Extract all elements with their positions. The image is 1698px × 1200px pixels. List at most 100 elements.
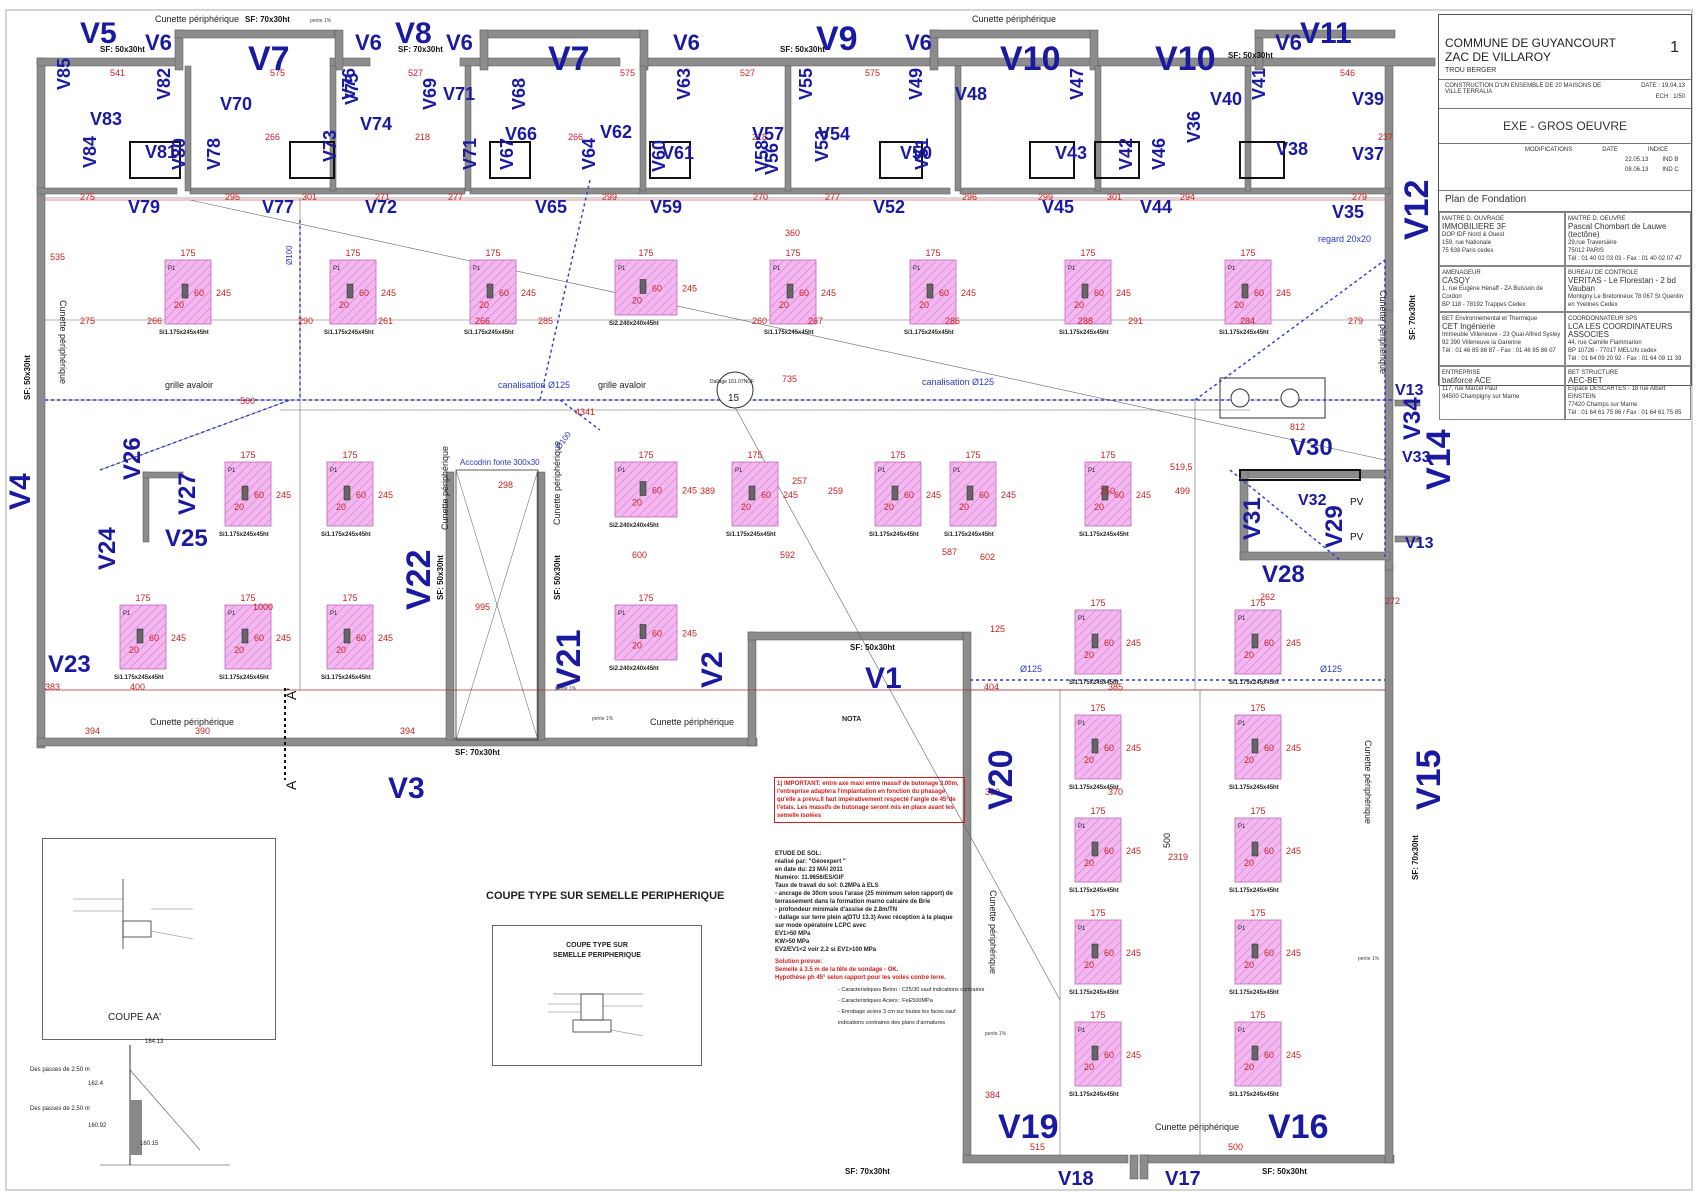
voile-label: V64 [579, 138, 599, 170]
wall-segment [1384, 564, 1394, 1164]
grille-label: grille avaloir [598, 380, 646, 390]
voile-label: V53 [812, 130, 832, 162]
footing-dim: 175 [1240, 248, 1255, 258]
voile-label: V14 [1420, 429, 1458, 490]
tb-contact-line: BUREAU DE CONTROLE [1568, 270, 1639, 276]
footing-dim: 245 [961, 288, 976, 298]
voile-label: V68 [509, 78, 529, 110]
footing-dim: 175 [638, 450, 653, 460]
tb-client-2: ZAC DE VILLAROY [1445, 50, 1552, 64]
voile-label: V6 [673, 30, 700, 55]
coupe-aa-level-4: 160.15 [140, 1141, 159, 1147]
tb-contact-line: 1, rue Eugène Henaff - ZA Buisson de Cor… [1442, 286, 1543, 300]
pile-head [1251, 738, 1259, 754]
dimension-value: 370 [1108, 787, 1123, 797]
dimension-value: 384 [985, 1090, 1000, 1100]
wall-segment [639, 187, 951, 195]
voile-label: V3 [388, 772, 425, 805]
footing-dim: 60 [499, 288, 509, 298]
wall-segment [184, 65, 192, 192]
tb-plan-title: Plan de Fondation [1445, 194, 1527, 205]
dimension-value: 360 [785, 228, 800, 238]
footing-dim: 20 [1244, 650, 1254, 660]
wall-segment [536, 471, 546, 741]
voile-label: V39 [1352, 89, 1384, 109]
sf-label: SF: 70x30ht [845, 1167, 890, 1176]
manhole-icon [1280, 388, 1300, 408]
tb-contact-line: VERITAS - Le Florestan - 2 bd Vauban [1568, 276, 1676, 293]
footing-dim: 245 [381, 288, 396, 298]
footing-dim: 245 [216, 288, 231, 298]
footing-dim: 20 [1084, 1062, 1094, 1072]
footing-dim: 60 [1104, 743, 1114, 753]
pile-head [1091, 633, 1099, 649]
voile-label: V8 [395, 17, 432, 50]
dimension-value: 404 [984, 682, 999, 692]
voile-label: V63 [674, 68, 694, 100]
tb-contact-line: 159, rue Nationale [1442, 240, 1492, 246]
dimension-value: 575 [270, 68, 285, 78]
footing-dim: 175 [1090, 908, 1105, 918]
dimension-value: 260 [752, 316, 767, 326]
pile-label: P1 [1078, 721, 1086, 727]
dimension-value: 299 [602, 192, 617, 202]
pile-label: P1 [953, 468, 961, 474]
dimension-value: 527 [408, 68, 423, 78]
tb-contact-line: 75 638 Paris cedex [1442, 248, 1494, 254]
voile-label: V56 [762, 143, 782, 175]
dimension-value: 535 [50, 252, 65, 262]
pile-head [639, 279, 647, 294]
footing-dim: 60 [1114, 490, 1124, 500]
voile-label: V24 [94, 527, 121, 570]
dimension-value: 286 [945, 316, 960, 326]
dimension-value: 291 [1128, 316, 1143, 326]
dimension-value: 602 [980, 552, 995, 562]
voile-label: V49 [906, 68, 926, 100]
voile-label: V38 [1276, 139, 1308, 159]
dimension-value: 2319 [1168, 852, 1188, 862]
footing-dim: 60 [652, 486, 662, 496]
pile-label: P1 [473, 266, 481, 272]
dimension-value: 389 [700, 486, 715, 496]
voile-label: V54 [818, 124, 850, 144]
footing-dim: 60 [1264, 1050, 1274, 1060]
stair-outline [1029, 141, 1075, 179]
pile-label: P1 [333, 266, 341, 272]
dimension-value: 261 [378, 316, 393, 326]
tb-contact-line: BET Environnemental et Thermique [1442, 316, 1538, 322]
footing-dim: 60 [1254, 288, 1264, 298]
solution-line: Hypothèse ph 45° selon rapport pour les … [775, 975, 946, 981]
voile-label: V62 [600, 122, 632, 142]
tb-contact-line: BP 118 - 78192 Trappes Cedex [1442, 302, 1526, 308]
dimension-value: 515 [1030, 1142, 1045, 1152]
pv-label: PV [1350, 497, 1364, 508]
footing-dim: 60 [1094, 288, 1104, 298]
grille-label: grille avaloir [165, 380, 213, 390]
coupe-aa-pass-1: Des passes de 2.50 m [30, 1067, 90, 1073]
dimension-value: 499 [1175, 486, 1190, 496]
voile-label: V32 [1298, 492, 1327, 509]
slope-label: pente 1% [592, 716, 614, 722]
footing-dim: 245 [682, 284, 697, 294]
pile-head [1251, 1045, 1259, 1061]
dallage-label: Dallage 161.07NGF [710, 379, 754, 385]
voile-label: V60 [649, 140, 669, 172]
dimension-value: 1000 [253, 602, 273, 612]
footing-dim: 245 [1286, 638, 1301, 648]
footing-dim: 20 [632, 498, 642, 508]
sf-label: SF: 50x30ht [436, 555, 445, 600]
footing-dim: 245 [171, 633, 186, 643]
regard-label: regard 20x20 [1318, 234, 1371, 244]
dimension-value: 400 [130, 682, 145, 692]
wall-segment [784, 65, 792, 192]
wall-segment [1394, 535, 1421, 543]
manhole-icon [1230, 388, 1250, 408]
tb-mod-index-1: IND B [1662, 157, 1679, 163]
voile-label: V30 [1290, 434, 1333, 461]
sf-label: SF: 70x30ht [1411, 835, 1420, 880]
accodrin-channel [455, 469, 539, 741]
voile-label: V70 [220, 94, 252, 114]
pipe-diameter: Ø100 [285, 245, 294, 265]
